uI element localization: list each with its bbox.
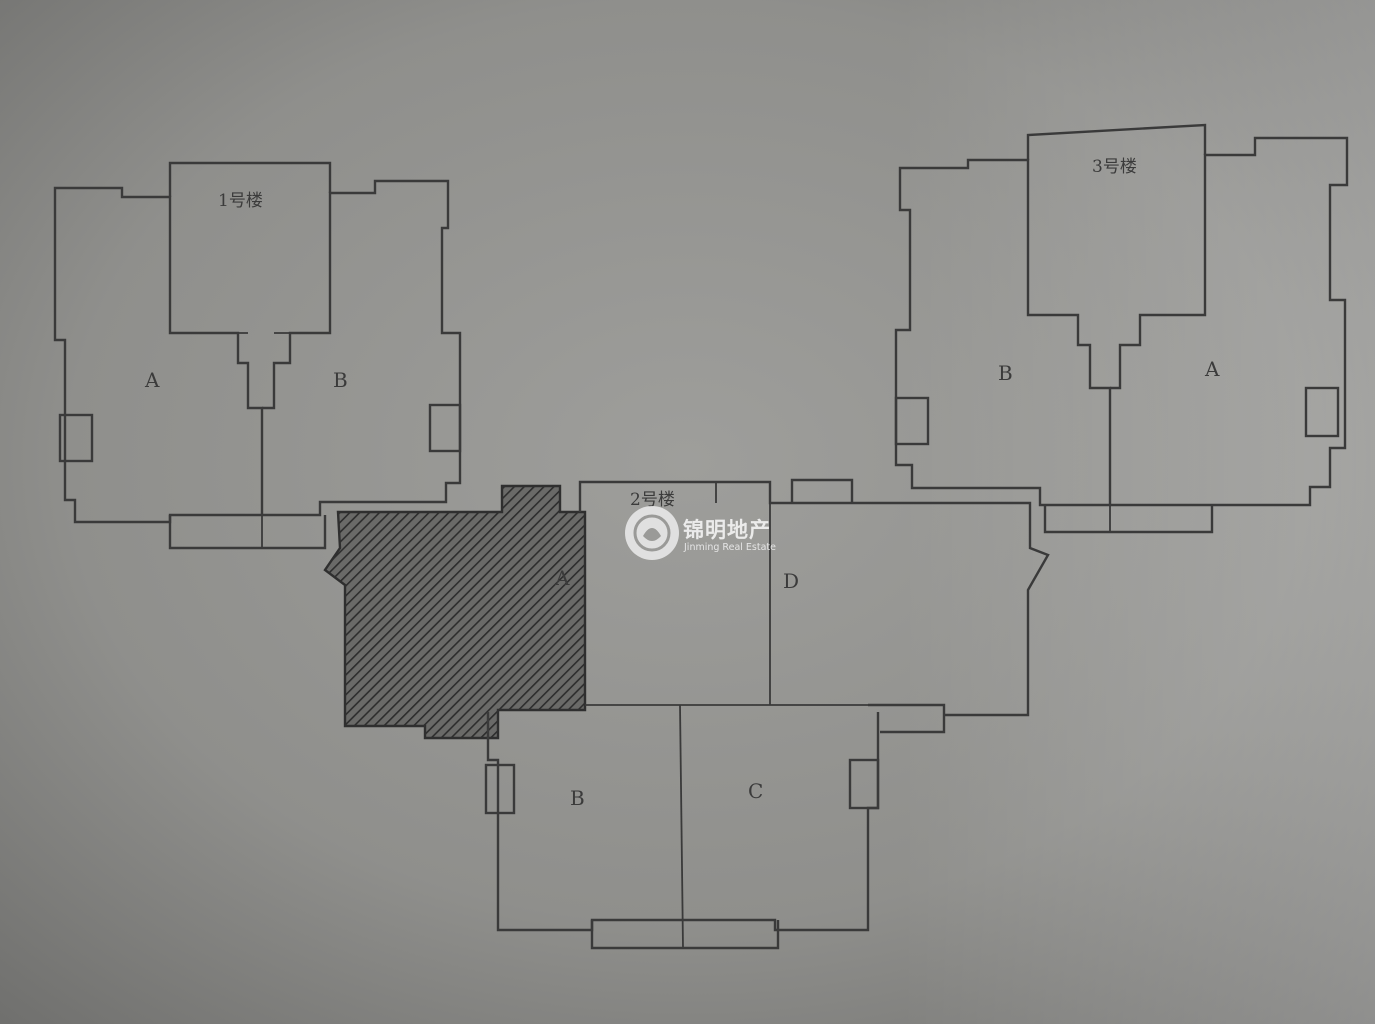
balcony-1-outline — [168, 515, 327, 550]
watermark: 锦明地产 Jinming Real Estate — [625, 506, 776, 560]
unit-1b-label: B — [333, 368, 348, 392]
ac-box-2b — [484, 763, 516, 815]
balcony-2-right — [868, 703, 946, 734]
unit-2a-highlighted — [323, 484, 587, 740]
ac-box-3a — [1304, 386, 1340, 438]
building-2-label: 2号楼 — [630, 490, 675, 510]
balcony-2-bottom — [590, 920, 780, 950]
unit-1a-label: A — [144, 368, 160, 392]
building-3-label: 3号楼 — [1092, 157, 1137, 177]
unit-3a-outline — [1110, 136, 1349, 507]
core-2-outline — [715, 482, 771, 705]
unit-2d-outline — [578, 480, 1050, 717]
watermark-subtitle: Jinming Real Estate — [683, 542, 776, 553]
balcony-3-outline — [1043, 505, 1214, 534]
unit-3b-label: B — [998, 361, 1013, 385]
light-glare — [900, 0, 1375, 1024]
ac-box-1b — [428, 403, 462, 453]
watermark-logo-mark — [643, 528, 661, 541]
unit-2d-label: D — [783, 569, 799, 593]
unit-2c-label: C — [748, 779, 763, 803]
building-3: 3号楼 B A — [894, 123, 1349, 534]
unit-1b-outline — [262, 179, 462, 517]
unit-2bc-divider — [679, 704, 684, 949]
core-1-outline — [168, 161, 332, 197]
building-1: 1号楼 A B — [53, 161, 462, 550]
balcony-2-top — [790, 478, 854, 503]
ac-box-1a — [58, 413, 94, 463]
core-3-outline — [1026, 123, 1207, 160]
ac-box-2c — [848, 758, 880, 810]
unit-2b-label: B — [570, 786, 585, 810]
building-2: 2号楼 A D B C — [323, 478, 1050, 950]
watermark-name: 锦明地产 — [683, 518, 771, 542]
building-1-label: 1号楼 — [218, 191, 263, 211]
unit-3a-label: A — [1204, 357, 1220, 381]
watermark-logo-ring — [633, 514, 671, 552]
ac-box-3b — [894, 396, 930, 446]
unit-2a-label: A — [554, 566, 570, 590]
